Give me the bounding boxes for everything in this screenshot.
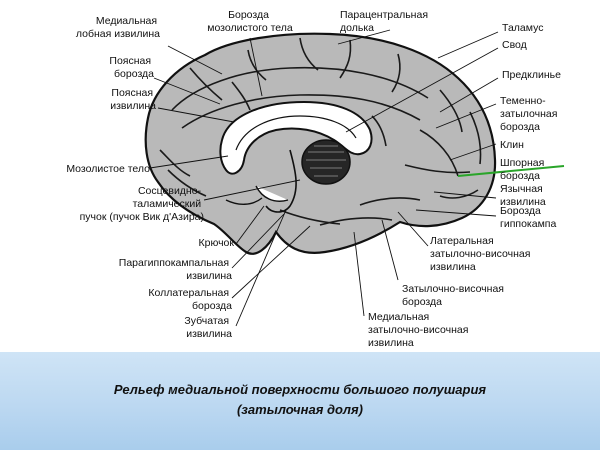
label-mammillothalamic-tract: Сосцевидно- таламический пучок (пучок Ви… xyxy=(80,185,204,223)
caption-title: Рельеф медиальной поверхности большого п… xyxy=(113,382,487,397)
brain-diagram: Медиальная лобная извилина Борозда мозол… xyxy=(66,9,565,349)
caption-band: Рельеф медиальной поверхности большого п… xyxy=(0,352,600,450)
label-callosal-sulcus: Борозда мозолистого тела xyxy=(207,9,293,34)
label-lingual-gyrus: Язычная извилина xyxy=(500,183,546,208)
label-fornix: Свод xyxy=(502,39,527,51)
label-medial-frontal-gyrus: Медиальная лобная извилина xyxy=(76,15,160,40)
label-cingulate-sulcus: Поясная борозда xyxy=(109,55,154,80)
label-precuneus: Предклинье xyxy=(502,69,561,81)
thalamus-shape xyxy=(301,139,351,185)
label-calcarine-sulcus: Шпорная борозда xyxy=(500,157,547,182)
label-lateral-occipitotemporal-gyrus: Латеральная затылочно-височная извилина xyxy=(430,235,533,273)
label-paracentral-lobule: Парацентральная долька xyxy=(340,9,431,34)
label-collateral-sulcus: Коллатеральная борозда xyxy=(148,287,232,312)
leader-lines xyxy=(149,29,499,327)
label-corpus-callosum: Мозолистое тело xyxy=(66,163,150,175)
label-parieto-occipital-sulcus: Теменно- затылочная борозда xyxy=(500,95,560,133)
label-dentate-gyrus: Зубчатая извилина xyxy=(184,315,232,340)
sulci-lines xyxy=(159,37,482,226)
calcarine-highlight xyxy=(457,165,565,177)
label-cingulate-gyrus: Поясная извилина xyxy=(110,87,156,112)
label-hippocampal-sulcus: Борозда гиппокампа xyxy=(500,205,556,230)
label-medial-occipitotemporal-gyrus: Медиальная затылочно-височная извилина xyxy=(368,311,471,349)
label-cuneus: Клин xyxy=(500,139,524,151)
label-occipitotemporal-sulcus: Затылочно-височная борозда xyxy=(402,283,507,308)
label-uncus: Крючок xyxy=(198,237,234,249)
caption-subtitle: (затылочная доля) xyxy=(236,402,364,417)
label-parahippocampal-gyrus: Парагиппокампальная извилина xyxy=(119,257,232,282)
label-thalamus: Таламус xyxy=(502,22,543,34)
